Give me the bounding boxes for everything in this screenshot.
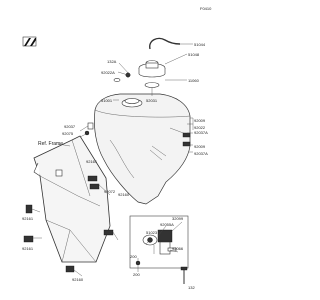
callout-32099: 32099 (172, 216, 184, 221)
fuel-tank (94, 93, 191, 205)
callout-52031: 52031 (146, 98, 158, 103)
frame-reference-note: Ref. Frame (38, 141, 63, 147)
callout-92022A: 92022A (101, 70, 115, 75)
callout-132: 132 (188, 285, 195, 290)
callout-92037a-a: 92037A (194, 130, 208, 135)
callouts: 51044 132A 92022A 51048 11060 52031 5100… (22, 42, 208, 290)
frame-damper-rear (103, 229, 114, 236)
cap-bolt (125, 72, 131, 78)
callout-51023: 51023 (146, 230, 158, 235)
tap-screw (135, 260, 141, 266)
frame-damper-mid (87, 175, 100, 190)
tap-bolt (180, 266, 188, 284)
callout-92066: 92066 (172, 246, 184, 251)
callout-11060: 11060 (188, 78, 200, 83)
callout-92055a: 92055A (160, 222, 174, 227)
cap-washer (113, 78, 121, 82)
frame (33, 135, 111, 263)
tank-damper-left (87, 122, 94, 130)
callout-92161-c: 92161 (22, 246, 34, 251)
callout-92161-a: 92161 (86, 159, 98, 164)
callout-132A: 132A (107, 59, 117, 64)
callout-92037a-b: 92037A (194, 151, 208, 156)
callout-200-b: 200 (133, 272, 140, 277)
callout-92037: 92037 (64, 124, 76, 129)
exploded-view-drawing: F0410 (22, 6, 212, 290)
breather-hose (149, 37, 181, 50)
frame-damper-front (25, 204, 33, 214)
callout-92022: 92022 (194, 125, 206, 130)
callout-92160-a: 92160 (118, 192, 130, 197)
kawasaki-logo (22, 36, 37, 47)
callout-92160-b: 92160 (72, 277, 84, 282)
fuel-cap (138, 60, 166, 78)
damper-left (23, 235, 34, 243)
callout-92009-b: 92009 (194, 144, 206, 149)
callout-51044: 51044 (194, 42, 206, 47)
callout-92075: 92075 (62, 131, 74, 136)
callout-51001: 51001 (101, 98, 113, 103)
callout-51048: 51048 (188, 52, 200, 57)
page-reference: F0410 (200, 6, 212, 11)
leader-lines (31, 43, 194, 277)
frame-damper-bottom (65, 265, 75, 273)
callout-92072: 92072 (104, 189, 116, 194)
callout-92161-b: 92161 (22, 216, 34, 221)
callout-200-a: 200 (130, 254, 137, 259)
cap-gasket (144, 82, 160, 88)
callout-92009-a: 92009 (194, 118, 206, 123)
parts-diagram: F0410 (22, 6, 213, 290)
